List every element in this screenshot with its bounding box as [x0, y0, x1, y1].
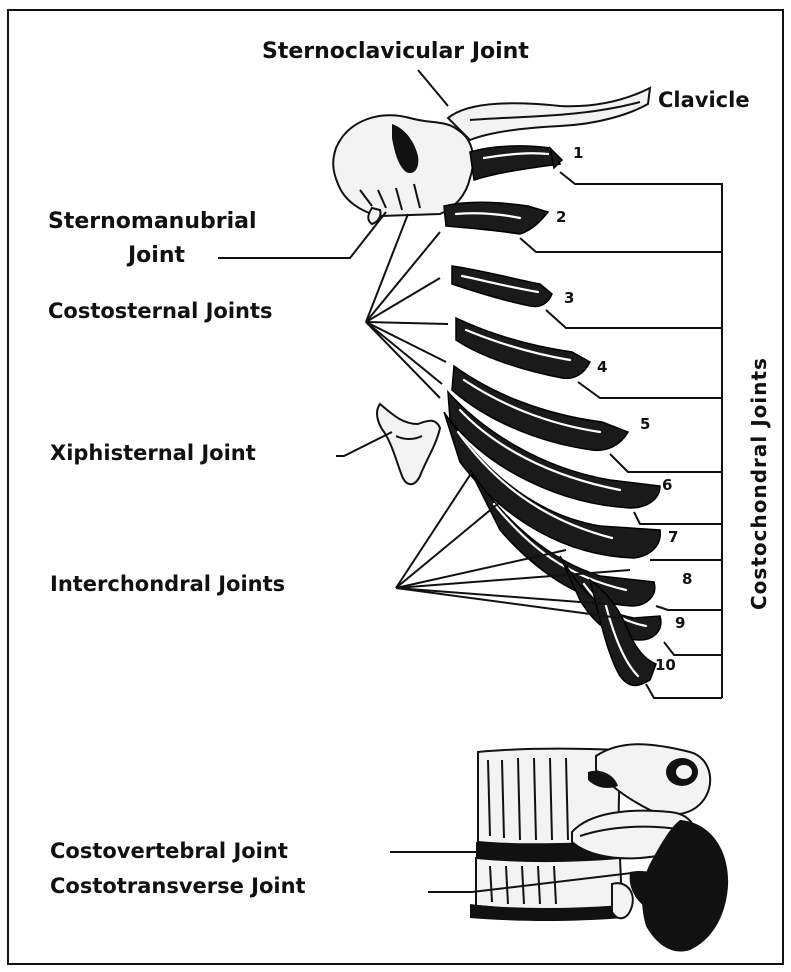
rib-cartilages — [444, 146, 661, 686]
rib-number-7: 7 — [668, 528, 678, 546]
costovertebral-label: Costovertebral Joint — [50, 839, 288, 863]
costochondral-label: Costochondral Joints — [747, 357, 771, 610]
rib-number-8: 8 — [682, 570, 692, 588]
costosternal-leaders — [366, 214, 448, 398]
xiphoid-illustration — [377, 404, 440, 484]
costosternal-label: Costosternal Joints — [48, 299, 273, 323]
rib-number-3: 3 — [564, 289, 574, 307]
clavicle-illustration — [448, 88, 650, 142]
sternomanubrial-label-line1: Sternomanubrial — [48, 209, 257, 234]
rib-number-1: 1 — [573, 144, 583, 162]
clavicle-label: Clavicle — [658, 88, 750, 112]
rib-number-9: 9 — [675, 614, 685, 632]
interchondral-label: Interchondral Joints — [50, 572, 285, 596]
rib-number-5: 5 — [640, 415, 650, 433]
rib-number-10: 10 — [655, 656, 676, 674]
xiphisternal-leader — [336, 432, 392, 456]
rib-number-6: 6 — [662, 476, 672, 494]
rib-number-2: 2 — [556, 208, 566, 226]
rib-number-4: 4 — [597, 358, 607, 376]
vertebrae-illustration — [470, 744, 728, 951]
sternomanubrial-label-line2: Joint — [126, 243, 186, 268]
sternoclavicular-label: Sternoclavicular Joint — [262, 39, 529, 64]
costotransverse-label: Costotransverse Joint — [50, 874, 306, 898]
xiphisternal-label: Xiphisternal Joint — [50, 441, 256, 465]
sternoclavicular-leader — [418, 70, 448, 106]
